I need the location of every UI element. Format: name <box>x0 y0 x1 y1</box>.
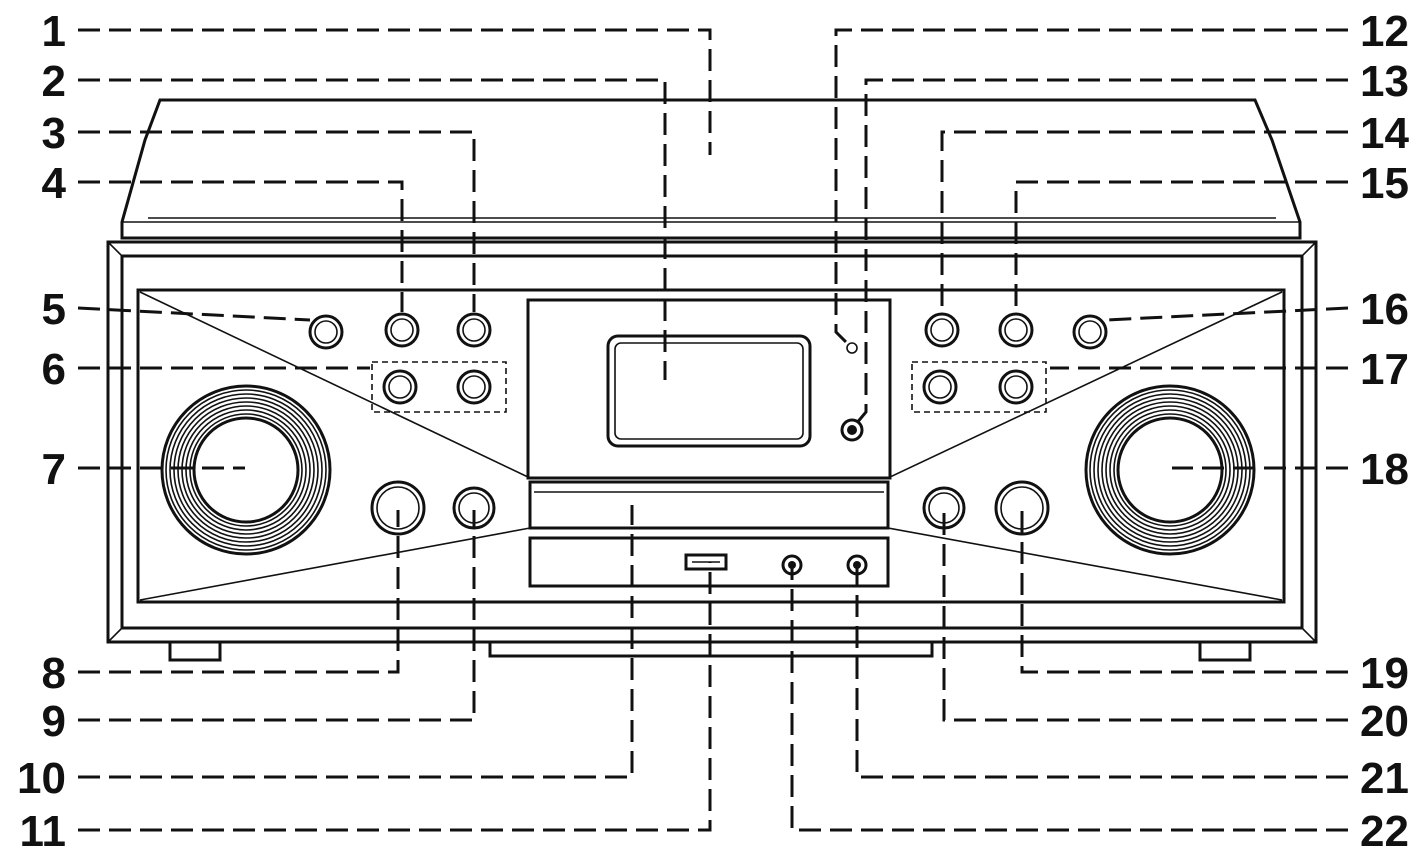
leader-11 <box>78 562 712 832</box>
callout-9: 9 <box>42 697 66 746</box>
speaker-ring <box>192 416 300 524</box>
callout-15: 15 <box>1360 159 1409 208</box>
leader-21 <box>855 567 1348 779</box>
callout-1: 1 <box>42 7 66 56</box>
cd-slot <box>528 480 890 530</box>
cabinet <box>106 240 1318 644</box>
speaker-ring <box>181 405 311 535</box>
leader-3 <box>78 130 476 312</box>
callout-4: 4 <box>42 159 67 208</box>
button-group-17 <box>911 361 1047 413</box>
speaker-ring <box>1093 393 1247 547</box>
callout-3: 3 <box>42 109 66 158</box>
callout-7: 7 <box>42 445 66 494</box>
speaker-ring <box>185 409 307 531</box>
callout-12: 12 <box>1360 7 1409 56</box>
leader-20 <box>942 510 1348 722</box>
speaker-ring <box>1109 409 1231 531</box>
leader-19 <box>1020 510 1348 674</box>
speaker-ring <box>165 389 327 551</box>
speaker-ring <box>160 384 332 556</box>
left-speaker <box>160 384 332 556</box>
leader-13 <box>854 78 1348 425</box>
leader-15 <box>1014 180 1348 312</box>
leader-1 <box>78 28 712 155</box>
knob-8 <box>370 480 426 536</box>
speaker-ring <box>1097 397 1243 543</box>
speaker-ring <box>1113 413 1227 527</box>
display-module <box>526 298 892 480</box>
button-15 <box>998 312 1034 348</box>
callout-2: 2 <box>42 57 66 106</box>
callout-21: 21 <box>1360 754 1409 803</box>
speaker-ring <box>177 401 315 539</box>
left-button-group <box>308 312 507 536</box>
right-speaker <box>1084 384 1256 556</box>
leader-12 <box>834 28 1348 346</box>
callout-8: 8 <box>42 649 66 698</box>
callout-6: 6 <box>42 345 66 394</box>
leader-14 <box>940 130 1348 312</box>
speaker-ring <box>173 397 319 543</box>
button-16 <box>1072 314 1108 350</box>
callout-10: 10 <box>17 754 66 803</box>
speaker-ring <box>189 413 303 527</box>
button-3 <box>456 312 492 348</box>
callout-20: 20 <box>1360 697 1409 746</box>
callout-5: 5 <box>42 285 66 334</box>
speaker-ring <box>1105 405 1235 535</box>
callout-14: 14 <box>1360 109 1409 158</box>
speaker-ring <box>1084 384 1256 556</box>
leader-5 <box>77 306 311 322</box>
right-button-group <box>911 312 1108 536</box>
callout-labels: 1 2 3 4 5 6 7 8 9 10 11 12 13 14 15 16 1… <box>17 7 1409 856</box>
leader-22 <box>790 567 1348 832</box>
leader-16 <box>1105 306 1349 322</box>
speaker-ring <box>1116 416 1224 524</box>
leader-8 <box>78 510 400 674</box>
callout-11: 11 <box>19 807 66 856</box>
callout-16: 16 <box>1360 285 1409 334</box>
callout-18: 18 <box>1360 445 1409 494</box>
speaker-ring <box>169 393 323 547</box>
leader-2 <box>78 78 667 380</box>
button-4 <box>384 312 420 348</box>
callout-22: 22 <box>1360 807 1409 856</box>
button-5 <box>308 314 344 350</box>
callout-13: 13 <box>1360 57 1409 106</box>
turntable-lid <box>120 98 1302 240</box>
leader-9 <box>78 510 476 722</box>
leader-4 <box>78 180 404 312</box>
speaker-ring <box>1101 401 1239 539</box>
callout-17: 17 <box>1360 345 1409 394</box>
button-group-6 <box>371 361 507 413</box>
leader-lines <box>77 28 1349 832</box>
button-14 <box>924 312 960 348</box>
speaker-ring <box>1089 389 1251 551</box>
callout-19: 19 <box>1360 649 1409 698</box>
